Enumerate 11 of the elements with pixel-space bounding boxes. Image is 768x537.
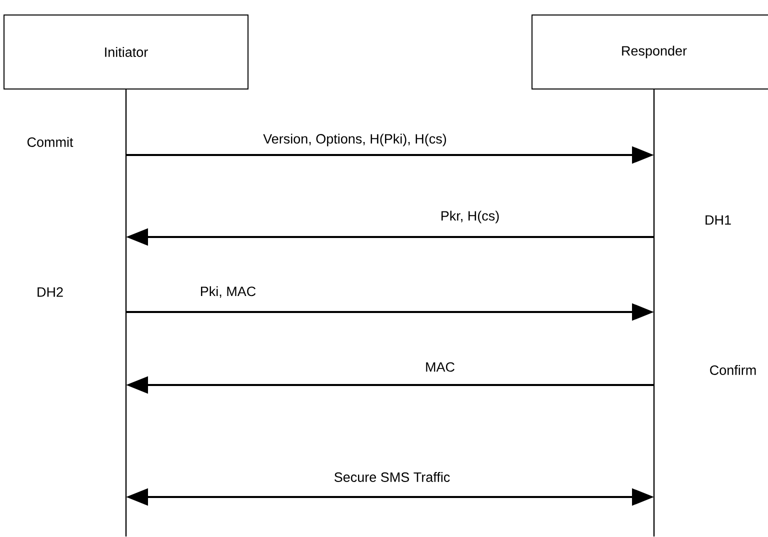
participant-box: Responder <box>532 14 768 90</box>
step-label: Confirm <box>710 365 756 375</box>
edge-label: Pki, MAC <box>198 285 258 299</box>
participant-box: Initiator <box>4 14 248 90</box>
edge-label: Secure SMS Traffic <box>332 471 452 483</box>
step-label: DH2 <box>38 287 63 297</box>
step-label: DH1 <box>706 215 731 225</box>
edge-label: MAC <box>424 361 456 373</box>
edge-label: Pkr, H(cs) <box>439 210 501 224</box>
step-label: Commit <box>27 137 74 147</box>
edge-label: Version, Options, H(Pki), H(cs) <box>262 132 448 148</box>
